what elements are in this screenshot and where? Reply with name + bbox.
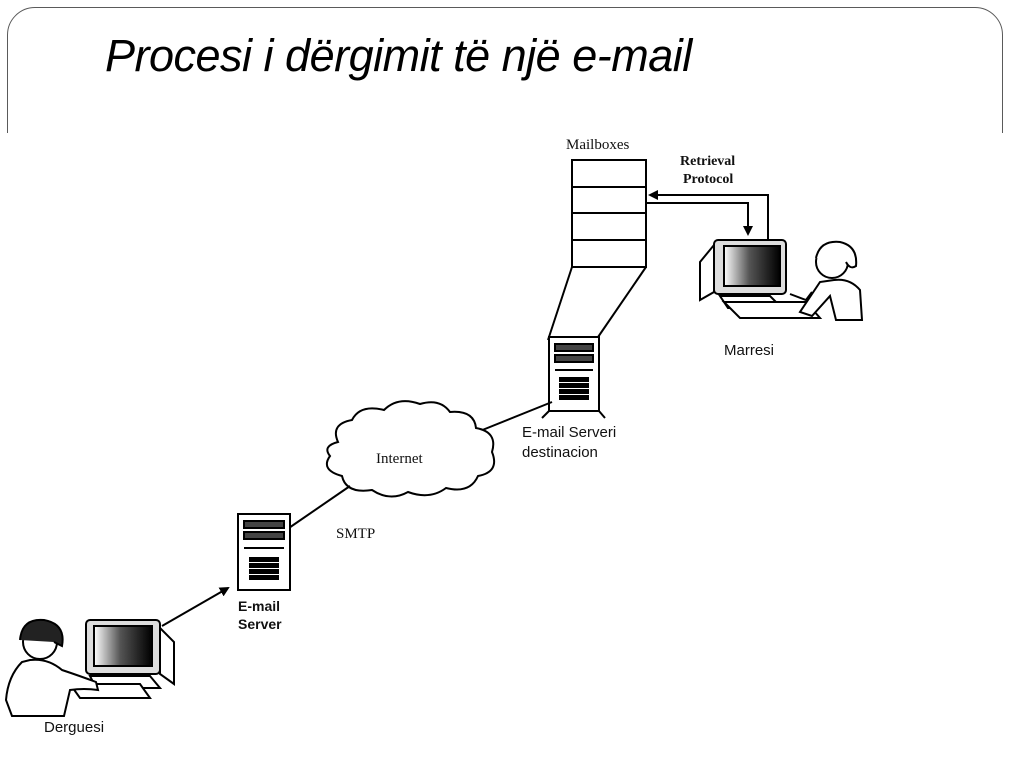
smtp-label: SMTP — [336, 526, 376, 542]
sender-workstation-icon — [4, 618, 175, 717]
destination-server-icon — [541, 336, 606, 419]
internet-label: Internet — [376, 451, 423, 467]
slide-title: Procesi i dërgimit të një e-mail — [105, 30, 692, 81]
smtp-link — [285, 485, 351, 531]
retrieval-label-line1: Retrieval — [680, 154, 736, 169]
sender-server-icon — [237, 513, 291, 591]
receiver-workstation-icon — [699, 239, 864, 321]
retrieval-label-line2: Protocol — [683, 172, 734, 187]
sender-label: Derguesi — [44, 719, 105, 736]
sender-server-label-line1: E-mail — [238, 598, 281, 614]
internet-cloud-icon — [326, 400, 496, 498]
receiver-label: Marresi — [724, 342, 775, 359]
mailboxes-stack — [547, 159, 647, 341]
mailboxes-label: Mailboxes — [566, 137, 630, 153]
send-arrow — [161, 587, 230, 627]
dest-server-label-line1: E-mail Serveri — [522, 424, 617, 441]
retrieval-arrows — [646, 190, 769, 240]
sender-server-label-line2: Server — [238, 616, 282, 632]
dest-server-label-line2: destinacion — [522, 444, 598, 461]
